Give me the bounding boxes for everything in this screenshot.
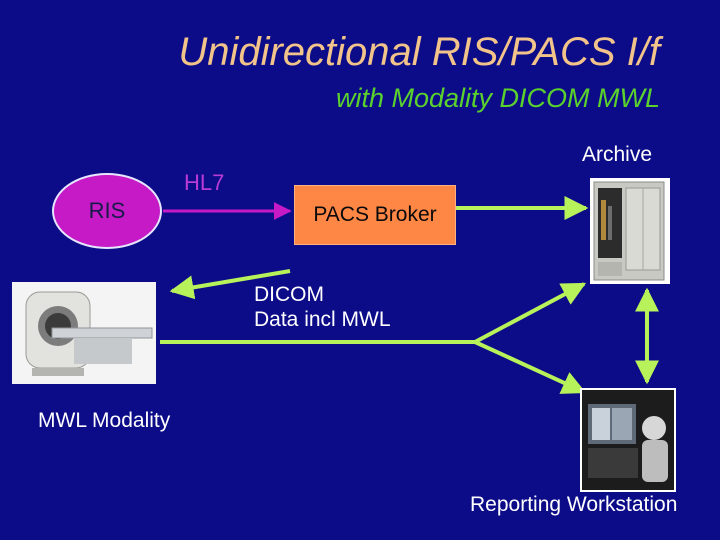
broker-to-modality-arrow [169, 269, 291, 300]
ris-label: RIS [88, 198, 126, 223]
slide-subtitle: with Modality DICOM MWL [335, 83, 660, 113]
reporting-workstation-label: Reporting Workstation [470, 493, 678, 516]
ct-scanner-icon [12, 282, 156, 384]
radiologist-workstation-icon [580, 388, 676, 492]
ris-node: RIS [52, 173, 162, 249]
hl7-label: HL7 [184, 170, 225, 195]
dicom-label-line1: DICOM [254, 283, 324, 306]
fork-to-archive-arrow [474, 282, 587, 344]
mwl-modality-label: MWL Modality [38, 409, 171, 432]
dicom-label-line2: Data incl MWL [254, 308, 391, 331]
pacs-broker-node: PACS Broker [294, 185, 456, 245]
slide-title: Unidirectional RIS/PACS I/f [178, 30, 660, 74]
archive-storage-cabinet-icon [590, 178, 670, 284]
pacs-broker-label: PACS Broker [313, 203, 437, 226]
dicom-label: DICOM Data incl MWL [254, 282, 391, 332]
archive-label: Archive [582, 143, 653, 166]
fork-to-workstation-arrow [474, 340, 587, 394]
